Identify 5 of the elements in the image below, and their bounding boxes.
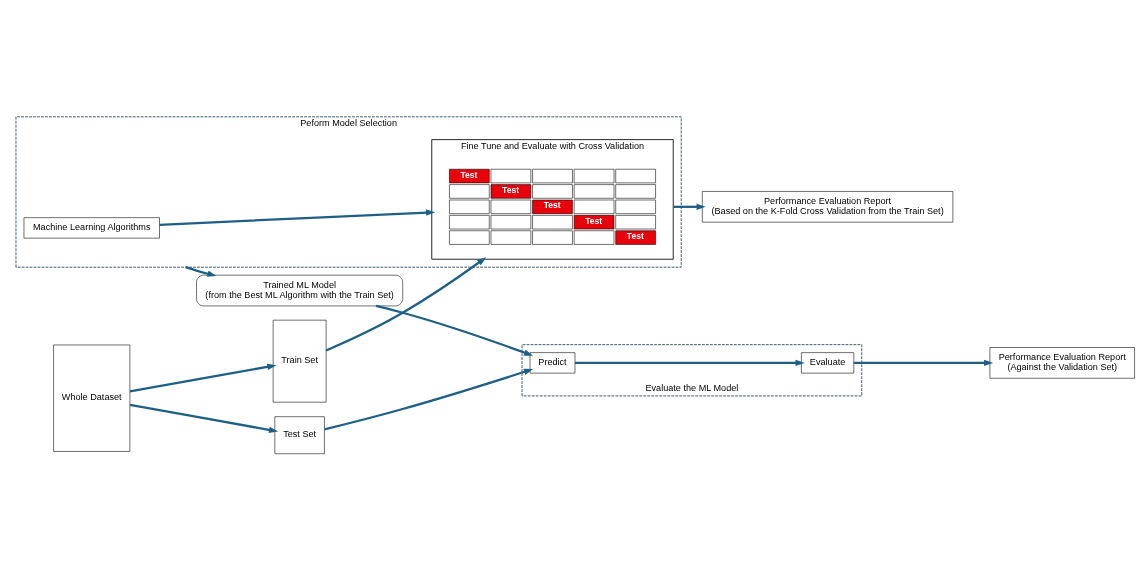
label: Test <box>626 231 644 241</box>
label: Test <box>502 184 520 195</box>
label: Test <box>543 200 561 211</box>
label: Test <box>585 215 603 226</box>
label: Test <box>460 169 478 180</box>
